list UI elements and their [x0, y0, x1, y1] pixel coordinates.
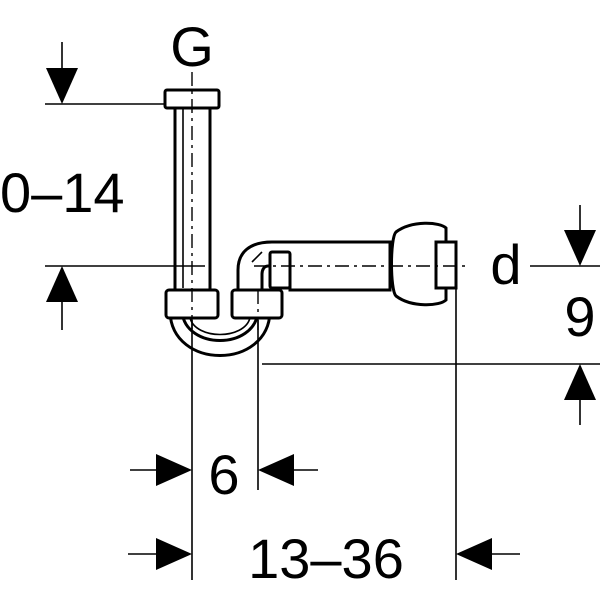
label-outlet-length-range: 13–36 — [248, 527, 404, 590]
label-thread: G — [170, 15, 214, 78]
arrow-up-icon — [564, 364, 596, 400]
arrow-down-icon — [564, 230, 596, 266]
label-drop: 9 — [564, 285, 595, 348]
dimension-labels: G d 0–14 9 6 13–36 — [0, 15, 596, 590]
wall-rosette — [390, 221, 448, 307]
arrow-left-icon — [258, 454, 294, 486]
siphon-trap — [163, 88, 458, 357]
dimension-arrows — [46, 42, 596, 570]
label-inlet-spacing: 6 — [208, 443, 239, 506]
arrow-left-icon — [456, 538, 492, 570]
outlet-end — [434, 240, 458, 290]
arrow-down-icon — [46, 68, 78, 104]
outlet-elbow-inner — [251, 251, 263, 263]
right-trap-nut — [230, 288, 284, 320]
arrow-right-icon — [156, 538, 192, 570]
extension-lines — [45, 103, 600, 580]
arrow-right-icon — [156, 454, 192, 486]
outlet-collar — [268, 250, 292, 290]
u-bend-inner — [189, 317, 251, 336]
label-height-range: 0–14 — [0, 161, 125, 224]
arrow-up-icon — [46, 266, 78, 302]
label-outlet-diameter: d — [490, 233, 521, 296]
